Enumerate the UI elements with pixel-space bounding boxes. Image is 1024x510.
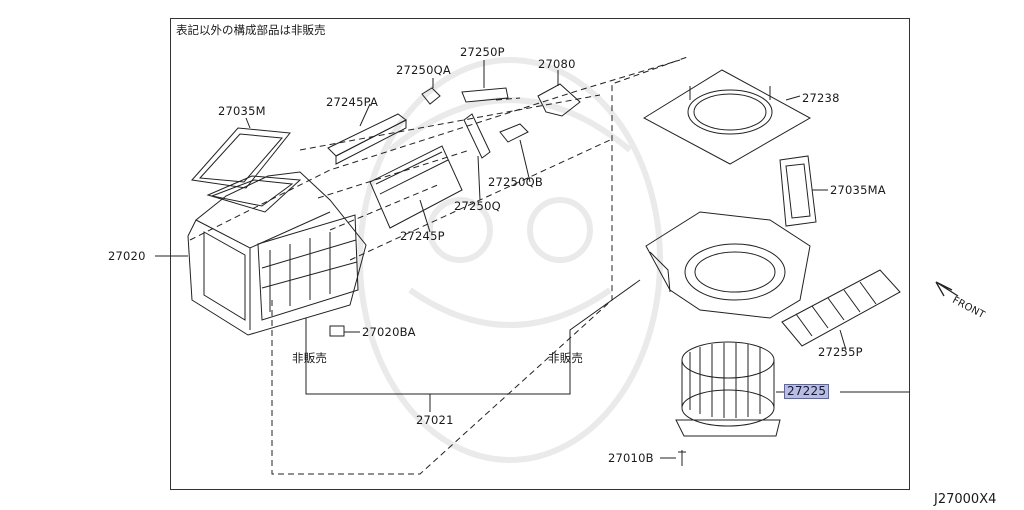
part-27010b-shape (678, 450, 686, 466)
not-sold-note: 表記以外の構成部品は非販売 (176, 23, 326, 37)
not-sold-left: 非販売 (292, 351, 328, 365)
part-27225-shape (675, 341, 781, 437)
part-27245pa-shape (327, 113, 407, 165)
part-27035ma-shape (779, 155, 817, 227)
part-27238-shape (642, 69, 812, 165)
label-27020[interactable]: 27020 (108, 249, 146, 263)
label-27250qa[interactable]: 27250QA (396, 63, 451, 77)
label-27225-highlighted[interactable]: 27225 (784, 384, 830, 399)
part-27250p-shape (461, 87, 509, 103)
part-blower-housing-shape (645, 211, 811, 319)
diagram-frame (170, 18, 910, 490)
part-27020ba-shape (329, 325, 345, 337)
label-27035m[interactable]: 27035M (218, 104, 266, 118)
label-27245pa[interactable]: 27245PA (326, 95, 379, 109)
part-27245p-shape (369, 145, 463, 229)
part-27020-shape (187, 171, 367, 336)
not-sold-right: 非販売 (548, 351, 584, 365)
watermark-emblem (357, 57, 663, 463)
label-27255p[interactable]: 27255P (818, 345, 863, 359)
label-27080[interactable]: 27080 (538, 57, 576, 71)
part-27250qb-shape (499, 123, 529, 143)
label-27035ma[interactable]: 27035MA (830, 183, 886, 197)
label-27020ba[interactable]: 27020BA (362, 325, 416, 339)
part-27250q-shape (463, 113, 491, 159)
label-27010b[interactable]: 27010B (608, 451, 654, 465)
label-27021[interactable]: 27021 (416, 413, 454, 427)
label-27245p[interactable]: 27245P (400, 229, 445, 243)
label-27250p[interactable]: 27250P (460, 45, 505, 59)
label-27250q[interactable]: 27250Q (454, 199, 501, 213)
part-27080-shape (537, 83, 581, 117)
part-27035m-shape (191, 127, 291, 189)
label-27250qb[interactable]: 27250QB (488, 175, 543, 189)
label-27238[interactable]: 27238 (802, 91, 840, 105)
part-27255p-shape (781, 269, 901, 347)
part-27250qa-shape (421, 87, 441, 105)
diagram-reference-code: J27000X4 (934, 492, 997, 507)
